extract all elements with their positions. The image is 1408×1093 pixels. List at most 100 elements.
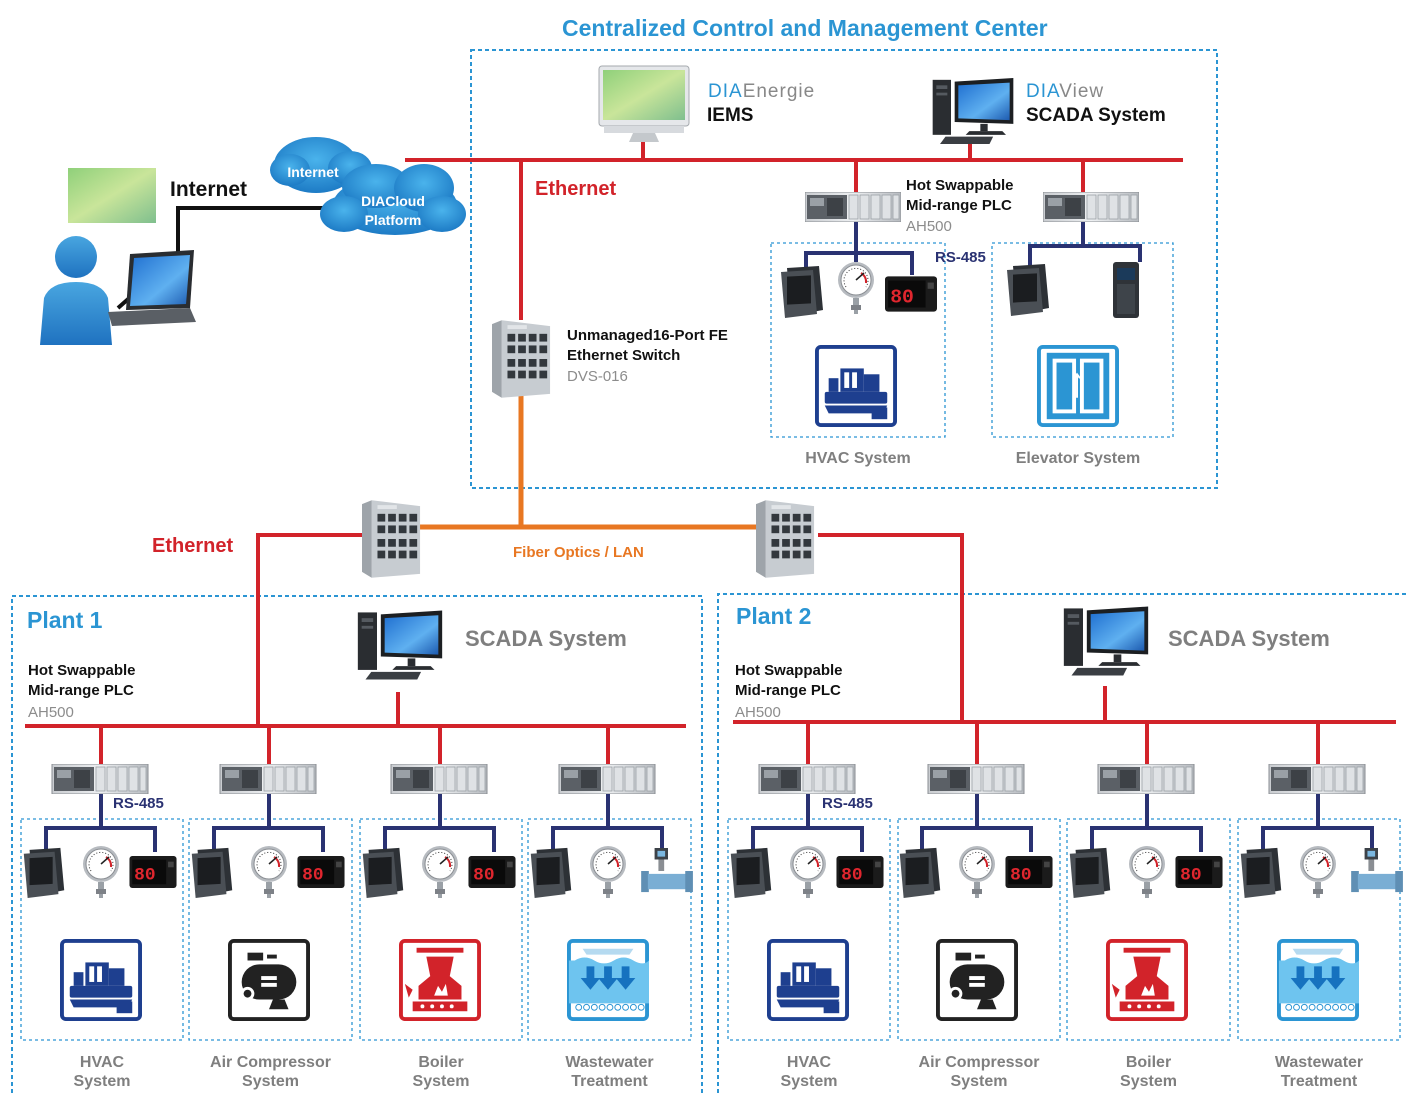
hmi-panel-icon [1240, 847, 1282, 898]
pressure-gauge-icon [837, 260, 875, 316]
rs485-lines [804, 222, 1142, 275]
switch-label: Unmanaged16-Port FE Ethernet Switch [567, 326, 728, 366]
internet-screenshot-thumbnail [68, 168, 156, 223]
inverter-drive-icon [1113, 262, 1139, 318]
plant-plc-icon [927, 764, 1025, 794]
hvac-chiller-icon [766, 939, 850, 1021]
hmi-panel-icon [1007, 264, 1049, 316]
digital-display-icon [1005, 856, 1053, 888]
plant2-boiler-line2: System [1120, 1073, 1177, 1090]
pressure-gauge-icon [421, 844, 459, 900]
center-frame [470, 49, 1218, 489]
center-plc-icon [805, 192, 901, 222]
hmi-panel-icon [530, 847, 572, 898]
hmi-panel-icon [781, 266, 823, 318]
center-ethernet-label: Ethernet [535, 178, 617, 200]
ethernet-lines [25, 140, 1396, 764]
wastewater-icon [1276, 939, 1360, 1021]
plant1-plc-label-line1: Hot Swappable [28, 662, 136, 679]
user-icon [40, 236, 112, 345]
plant1-aircomp-line2: System [242, 1073, 299, 1090]
diaview-brand: DIAView [1026, 81, 1104, 103]
plant2-aircomp-line1: Air Compressor [918, 1054, 1040, 1071]
rs485-line [44, 826, 157, 852]
air-compressor-icon [227, 939, 311, 1021]
plant2-hvac-line2: System [780, 1073, 838, 1090]
switch-model: DVS-016 [567, 368, 628, 385]
fiber-optics-label: Fiber Optics / LAN [513, 544, 644, 561]
pressure-gauge-icon [789, 844, 827, 900]
elevator-icon [1036, 345, 1120, 427]
plant1-wastewater-line2: Treatment [571, 1073, 648, 1090]
plant2-wastewater-line1: Wastewater [1274, 1054, 1364, 1071]
center-elevator-system-label: Elevator System [1015, 450, 1141, 467]
rs485-line [212, 826, 325, 852]
diaview-prefix: DIA [1026, 81, 1060, 102]
plant2-title: Plant 2 [736, 603, 812, 629]
flow-meter-icon [641, 848, 693, 893]
rs485-line [920, 826, 1033, 852]
digital-display-icon [836, 856, 884, 888]
diaenergie-monitor-icon [598, 65, 690, 142]
plant2-wastewater-line2: Treatment [1280, 1073, 1358, 1090]
pressure-gauge-icon [1299, 844, 1337, 900]
plant2-rs485-label: RS-485 [822, 795, 873, 812]
pressure-gauge-icon [82, 844, 120, 900]
diaenergie-suffix: Energie [742, 81, 816, 102]
plant2-hvac-line1: HVAC [786, 1054, 832, 1071]
diacloud-line2: Platform [364, 212, 422, 228]
switch-label-line2: Ethernet Switch [567, 347, 681, 364]
boiler-icon [1105, 939, 1189, 1021]
plant1-boiler-line1: Boiler [418, 1054, 464, 1071]
hmi-panel-icon [730, 847, 772, 898]
hmi-panel-icon [899, 847, 941, 898]
plant-plc-icon [1097, 764, 1195, 794]
plant2-plc-label-line2: Mid-range PLC [735, 682, 841, 699]
center-plc-icon [1043, 192, 1139, 222]
plant-plc-icon [758, 764, 856, 794]
rs485-line [751, 826, 864, 852]
hmi-panel-icon [362, 847, 404, 898]
air-compressor-icon [935, 939, 1019, 1021]
hmi-panel-icon [1069, 847, 1111, 898]
pressure-gauge-icon [589, 844, 627, 900]
plant2-system-label: HVAC System [728, 1053, 890, 1091]
wastewater-icon [566, 939, 650, 1021]
plant1-boiler-line2: System [412, 1073, 470, 1090]
plant-plc-icon [390, 764, 488, 794]
boiler-icon [398, 939, 482, 1021]
cloud-internet-label: Internet [287, 164, 339, 180]
plant1-title: Plant 1 [27, 607, 103, 633]
flow-meter-icon [1351, 848, 1403, 893]
hmi-panel-icon [23, 847, 65, 898]
center-rs485-label: RS-485 [935, 249, 986, 266]
diaenergie-brand: DIAEnergie [708, 81, 815, 103]
plant2-frame [717, 593, 1408, 1093]
center-plc-label-line2: Mid-range PLC [906, 197, 1012, 214]
plant2-scada-label: SCADA System [1168, 626, 1330, 651]
plant-plc-icon [51, 764, 149, 794]
ethernet-switch-icon [492, 320, 551, 398]
digital-display-icon [1175, 856, 1223, 888]
switch-label-line1: Unmanaged16-Port FE [567, 327, 728, 344]
plant1-scada-desktop-icon [357, 610, 443, 680]
plant-rs485-lines [44, 794, 1374, 852]
center-hvac-system-label: HVAC System [805, 450, 911, 467]
digital-display-icon [297, 856, 345, 888]
plant-plc-icon [558, 764, 656, 794]
plant1-hvac-line2: System [73, 1073, 131, 1090]
diaview-desktop-computer-icon [932, 78, 1014, 144]
internet-label: Internet [170, 178, 248, 201]
